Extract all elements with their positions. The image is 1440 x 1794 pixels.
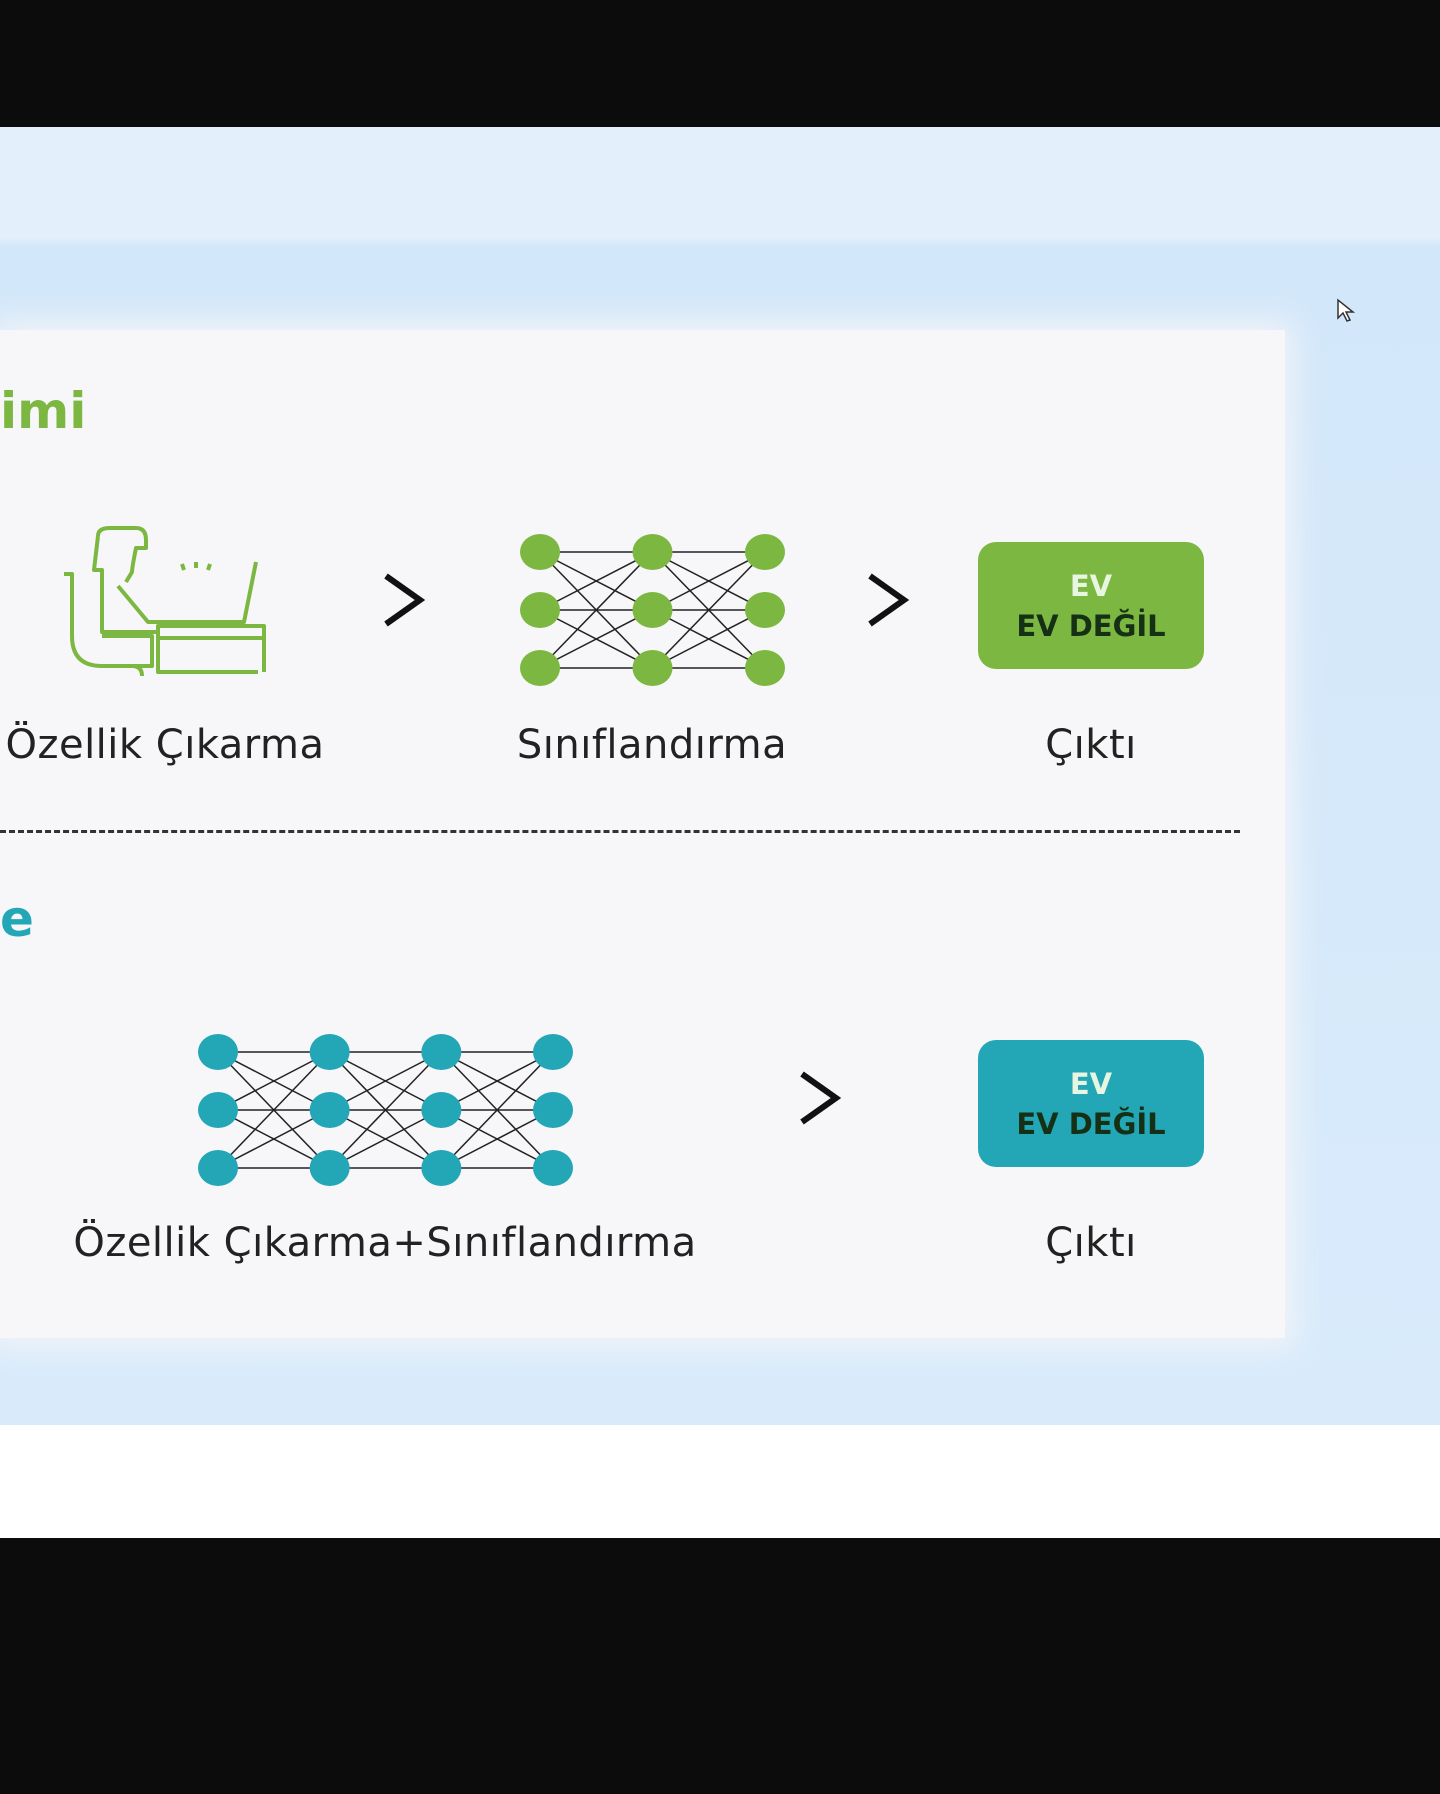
network-edge — [217, 1051, 331, 1111]
network-node — [520, 534, 560, 570]
network-node — [198, 1034, 238, 1070]
output-ev: EV — [1069, 1066, 1113, 1101]
network-node — [309, 1150, 350, 1186]
mouse-cursor-icon — [1337, 298, 1356, 322]
network-edge — [217, 1051, 331, 1169]
output-label: Çıktı — [1045, 1220, 1137, 1266]
network-edge — [539, 609, 653, 669]
network-node — [745, 592, 785, 628]
output-box-deep: EV EV DEĞİL — [978, 1040, 1204, 1167]
output-label: Çıktı — [1045, 722, 1137, 768]
step-label-feature-extraction-classification: Özellik Çıkarma+Sınıflandırma — [73, 1220, 697, 1266]
network-node — [632, 534, 673, 570]
network-node — [198, 1150, 238, 1186]
neural-network-icon — [198, 1034, 573, 1186]
network-node — [745, 650, 785, 686]
network-node — [421, 1092, 462, 1128]
network-node — [421, 1150, 462, 1186]
chevron-right-icon — [384, 573, 426, 627]
network-node — [632, 650, 673, 686]
network-edge — [539, 551, 654, 669]
network-edge — [651, 551, 766, 669]
output-box-traditional: EV EV DEĞİL — [978, 542, 1204, 669]
network-node — [533, 1034, 573, 1070]
network-node — [520, 592, 560, 628]
network-node — [533, 1092, 573, 1128]
network-node — [198, 1092, 238, 1128]
output-ev: EV — [1069, 568, 1113, 603]
step-label-classification: Sınıflandırma — [516, 722, 788, 768]
person-at-laptop-icon — [64, 526, 266, 677]
network-edge — [329, 1051, 442, 1169]
chevron-right-icon — [868, 573, 910, 627]
neural-network-icon — [520, 534, 785, 686]
step-label-feature-extraction: Özellik Çıkarma — [5, 722, 325, 768]
network-edge — [329, 1109, 442, 1169]
network-edge — [539, 551, 653, 611]
network-node — [421, 1034, 462, 1070]
network-node — [309, 1092, 350, 1128]
network-node — [309, 1034, 350, 1070]
slide-card: imi Özellik Çıkarma Sınıflandırma EV EV … — [0, 330, 1285, 1338]
network-edge — [440, 1051, 554, 1111]
network-edge — [440, 1051, 554, 1169]
deep-title: e — [0, 890, 34, 948]
bottom-strip — [0, 1425, 1440, 1538]
network-edge — [652, 609, 766, 669]
network-node — [533, 1150, 573, 1186]
traditional-title: imi — [0, 382, 87, 440]
network-node — [745, 534, 785, 570]
network-edge — [329, 1051, 442, 1111]
divider — [0, 830, 1240, 833]
network-edge — [652, 551, 766, 611]
network-node — [520, 650, 560, 686]
network-edge — [217, 1109, 331, 1169]
chevron-right-icon — [800, 1071, 842, 1125]
output-ev-degil: EV DEĞİL — [1016, 1106, 1166, 1141]
network-edge — [440, 1109, 554, 1169]
network-node — [632, 592, 673, 628]
output-ev-degil: EV DEĞİL — [1016, 608, 1166, 643]
